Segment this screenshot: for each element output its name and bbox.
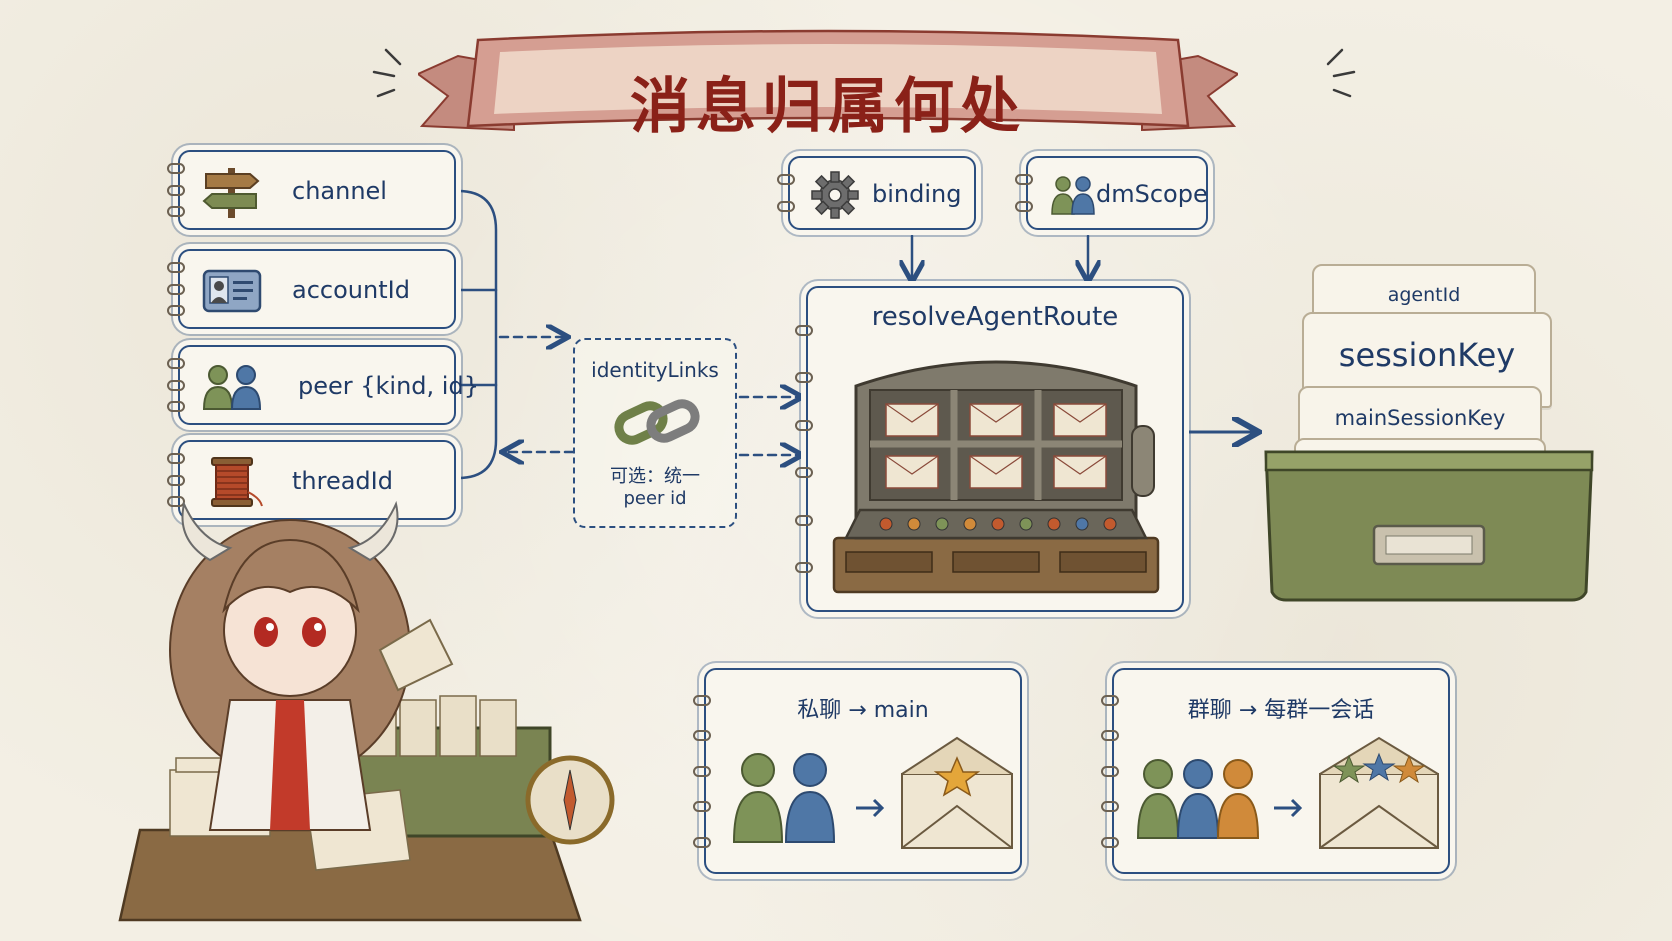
agent-id-label: agentId — [1387, 284, 1461, 306]
output-folder-box: agentId sessionKey mainSessionKey matche… — [1262, 262, 1596, 602]
input-bracket — [456, 189, 498, 480]
two-people-icon — [202, 365, 262, 410]
ribbon-icon — [418, 29, 1238, 132]
chain-link-icon — [614, 399, 700, 445]
sorting-machine-icon — [832, 360, 1160, 594]
group-example-card: 群聊 → 每群一会话 — [1101, 668, 1450, 874]
identity-note-1: 可选：统一 — [610, 466, 700, 487]
router-title: resolveAgentRoute — [871, 302, 1119, 332]
identity-note-2: peer id — [623, 488, 687, 509]
peer-label: peer {kind, id} — [298, 372, 479, 400]
channel-label: channel — [292, 177, 387, 205]
signpost-icon — [202, 168, 260, 218]
account-card: accountId — [167, 249, 456, 329]
dm-example-card: 私聊 → main — [693, 668, 1022, 874]
resolve-agent-route-card: resolveAgentRoute — [795, 286, 1184, 612]
dm-example-label: 私聊 → main — [797, 698, 929, 723]
thread-card: threadId — [167, 440, 456, 520]
binding-card: binding — [777, 156, 976, 230]
title-banner: 消息归属何处 — [418, 26, 1238, 146]
group-example-illustration — [1136, 736, 1439, 849]
account-label: accountId — [292, 276, 410, 304]
mascot-illustration — [118, 500, 615, 922]
peer-card: peer {kind, id} — [167, 345, 479, 425]
matched-by-tab: matchedBy — [1294, 438, 1546, 508]
id-card-icon — [202, 269, 262, 313]
dmscope-label: dmScope — [1096, 180, 1208, 208]
dmscope-card: dmScope — [1015, 156, 1208, 230]
gear-icon — [811, 171, 859, 219]
binding-label: binding — [872, 180, 962, 208]
dm-example-illustration — [732, 736, 1013, 849]
group-example-label: 群聊 → 每群一会话 — [1187, 698, 1375, 723]
identity-title: identityLinks — [591, 358, 719, 382]
identity-links-card: identityLinks 可选：统一 peer id — [573, 338, 737, 528]
people-pair-icon — [1051, 176, 1095, 215]
channel-card: channel — [167, 150, 456, 230]
thread-spool-icon — [211, 457, 263, 507]
page-title: 消息归属何处 — [630, 72, 1026, 142]
session-key-label: sessionKey — [1338, 336, 1516, 374]
main-session-key-label: mainSessionKey — [1334, 406, 1506, 430]
thread-label: threadId — [292, 467, 393, 495]
matched-by-label: matchedBy — [1360, 456, 1480, 480]
